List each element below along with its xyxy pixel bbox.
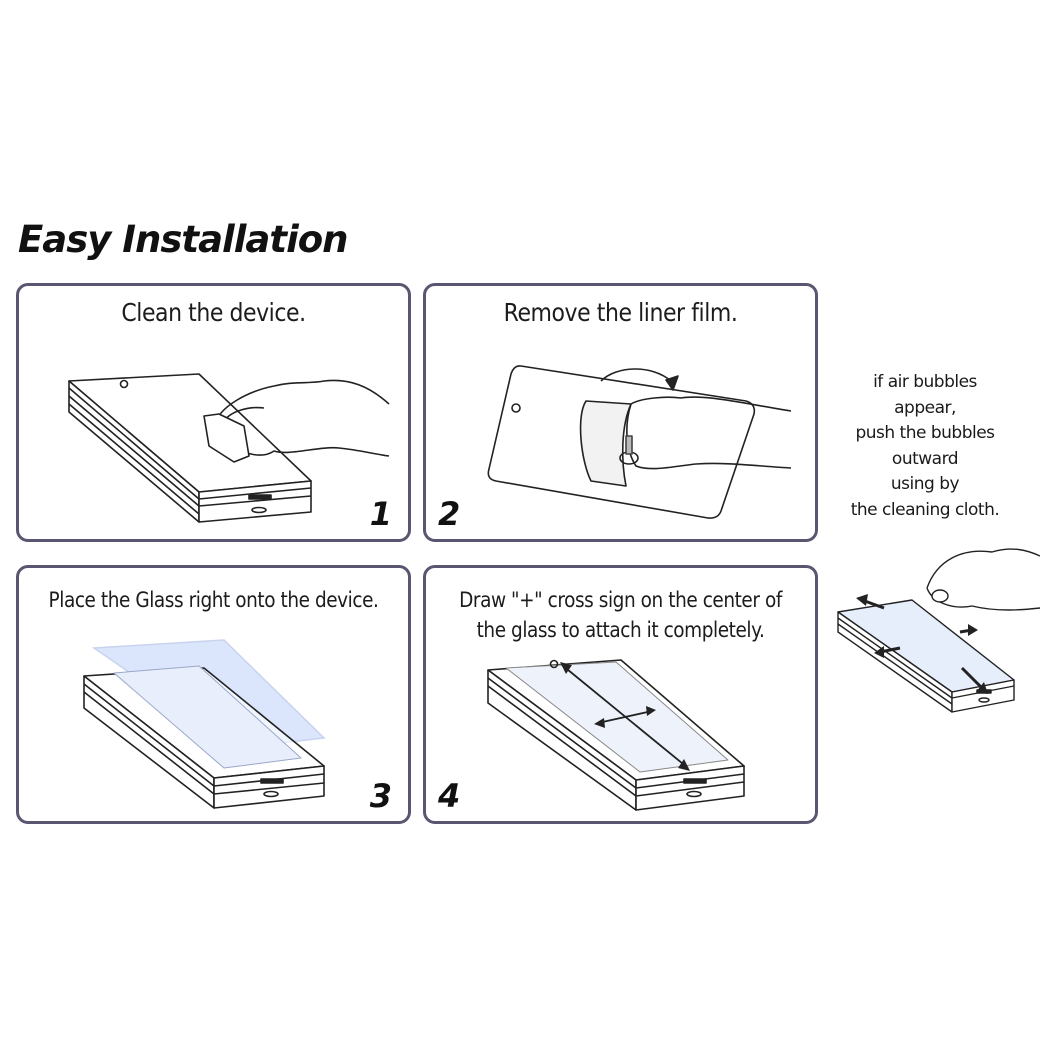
- step-number: 4: [438, 777, 461, 815]
- step-panel-3: Place the Glass right onto the device. 3: [16, 565, 411, 824]
- tip-line: outward: [891, 448, 959, 469]
- draw-cross-illustration: [487, 659, 745, 811]
- place-glass-illustration: [83, 639, 326, 809]
- tip-line: using by: [890, 474, 960, 495]
- tip-line: if air bubbles: [873, 372, 977, 392]
- step-panel-2: Remove the liner film. 2: [423, 283, 818, 542]
- remove-liner-illustration: [487, 365, 792, 519]
- step-panel-1: Clean the device. 1: [16, 283, 411, 542]
- step-number: 1: [369, 495, 392, 533]
- step-number: 3: [369, 777, 392, 815]
- page-title: Easy Installation: [18, 218, 349, 261]
- step-number: 2: [438, 495, 461, 533]
- tip-line: appear,: [894, 397, 956, 418]
- caption-line: Draw "+" cross sign on the center of: [459, 588, 782, 612]
- step-caption: Place the Glass right onto the device.: [48, 588, 379, 612]
- tip-line: push the bubbles: [855, 423, 995, 444]
- clean-device-illustration: [68, 373, 390, 523]
- tip-line: the cleaning cloth.: [850, 499, 1000, 520]
- step-caption: Remove the liner film.: [503, 298, 738, 327]
- step-caption: Clean the device.: [121, 298, 306, 327]
- step-caption: Draw "+" cross sign on the center of the…: [449, 585, 791, 645]
- caption-line: the glass to attach it completely.: [476, 618, 765, 642]
- push-bubbles-illustration: [837, 548, 1040, 713]
- step-panel-4: Draw "+" cross sign on the center of the…: [423, 565, 818, 824]
- air-bubble-tip: if air bubbles appear, push the bubbles …: [836, 370, 1014, 524]
